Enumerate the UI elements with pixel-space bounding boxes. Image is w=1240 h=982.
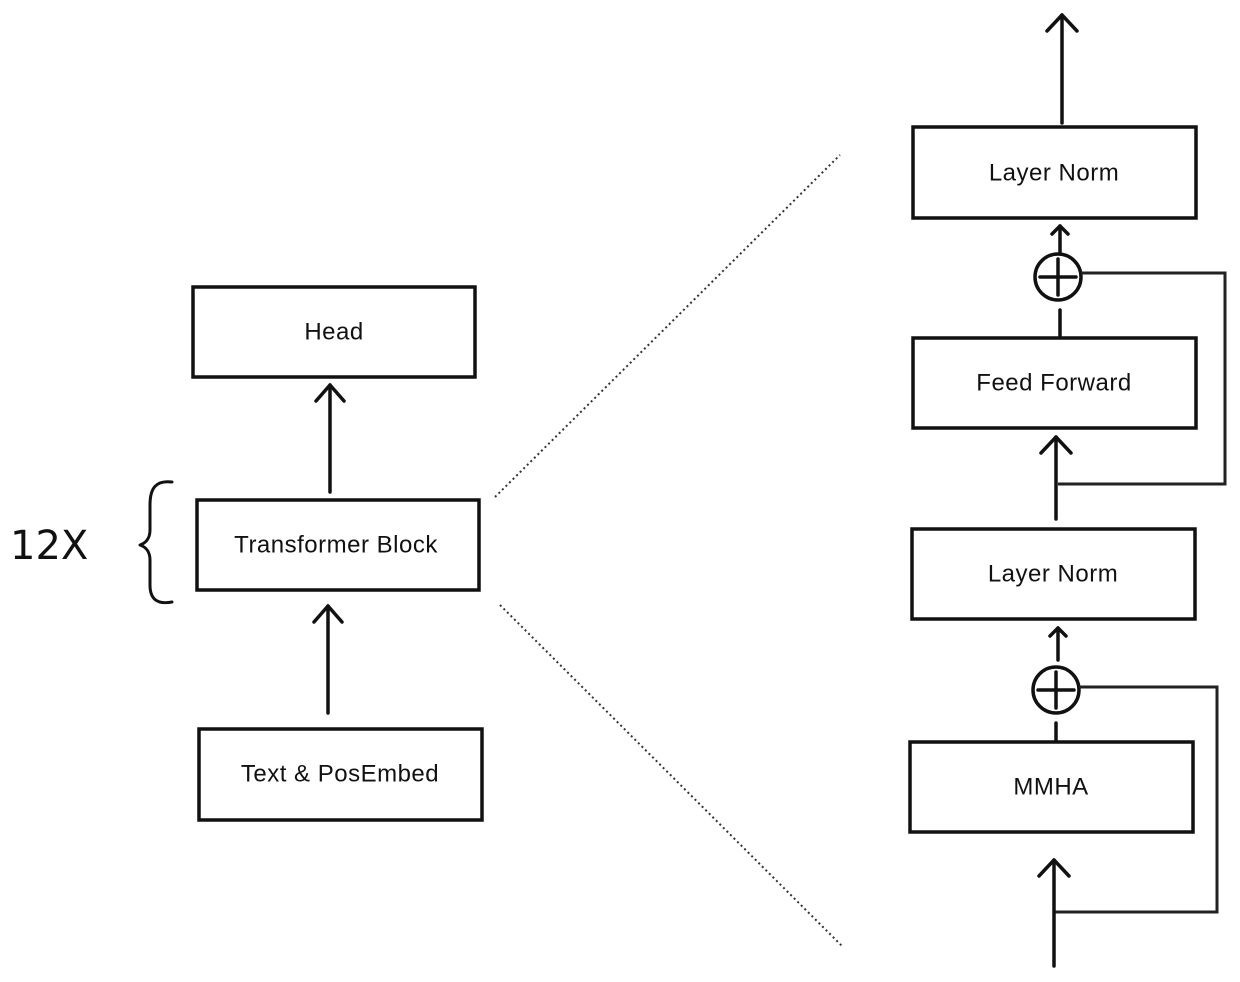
- skip-connection-lower: [1054, 685, 1219, 914]
- zoom-line-top: [494, 154, 841, 498]
- text-posembed-label: Text & PosEmbed: [241, 761, 439, 788]
- zoom-line-bottom: [499, 604, 844, 948]
- feed-forward-label: Feed Forward: [976, 370, 1131, 397]
- mmha-label: MMHA: [1013, 774, 1088, 801]
- mmha-box: MMHA: [908, 740, 1195, 834]
- head-box: Head: [191, 285, 477, 379]
- skip-connection-upper: [1058, 271, 1227, 486]
- arrow-embed-to-block: [312, 604, 344, 715]
- repeat-brace: [138, 480, 174, 605]
- layer-norm-top-box: Layer Norm: [911, 125, 1198, 220]
- add-node-upper: [1033, 252, 1083, 302]
- add-node-lower: [1031, 665, 1081, 715]
- arrow-output: [1045, 13, 1079, 125]
- head-label: Head: [304, 319, 363, 346]
- repeat-count-label: 12X: [10, 523, 88, 569]
- layer-norm-top-label: Layer Norm: [989, 160, 1119, 187]
- arrow-layer-norm-to-ff: [1039, 435, 1073, 521]
- layer-norm-mid-label: Layer Norm: [988, 561, 1118, 588]
- layer-norm-mid-box: Layer Norm: [910, 527, 1197, 621]
- transformer-block-box: Transformer Block: [195, 498, 481, 592]
- arrow-block-to-head: [314, 383, 346, 494]
- feed-forward-box: Feed Forward: [911, 336, 1198, 430]
- text-posembed-box: Text & PosEmbed: [197, 727, 484, 822]
- arrow-add-to-layer-norm-mid: [1048, 626, 1068, 662]
- transformer-block-label: Transformer Block: [234, 532, 438, 559]
- arrow-input-to-mmha: [1037, 858, 1071, 968]
- arrow-add-to-layer-norm-top: [1050, 224, 1070, 256]
